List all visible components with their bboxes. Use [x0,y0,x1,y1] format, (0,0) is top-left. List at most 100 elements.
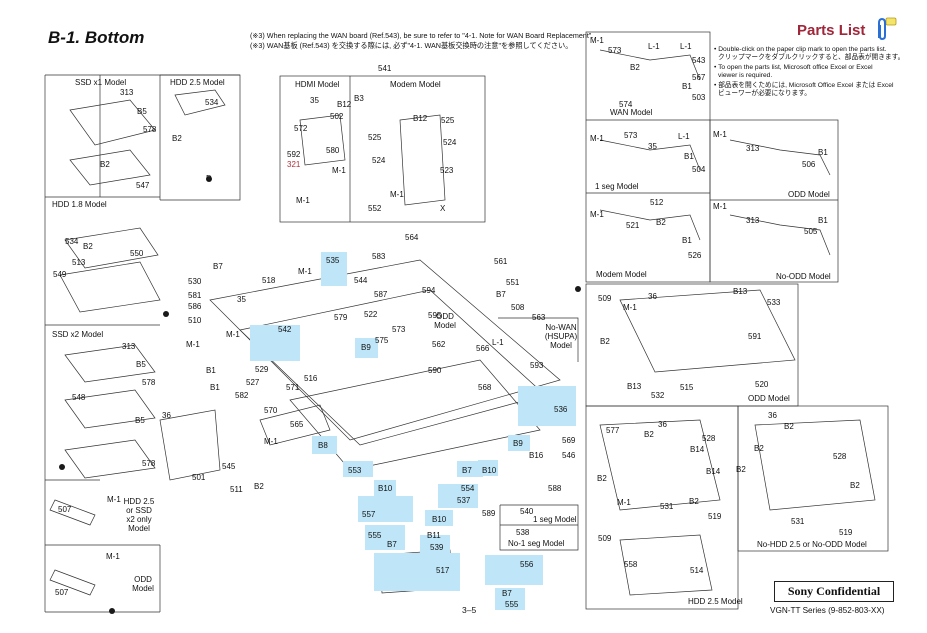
part-label: 506 [802,160,816,169]
part-label: B2 [689,497,699,506]
part-label: 531 [660,502,674,511]
highlight-part-b9 [355,338,378,358]
part-label: B2 [597,474,607,483]
part-label: B2 [100,160,110,169]
part-label: 550 [130,249,144,258]
part-label: 593 [530,361,544,370]
part-label: M-1 [713,130,727,139]
part-label: 539 [430,543,444,552]
part-label: 526 [688,251,702,260]
section-odd-center: ODD Model [434,312,456,330]
part-label: B12 [413,114,428,123]
part-label: 565 [290,420,304,429]
part-label: B1 [818,148,828,157]
part-label: 555 [505,600,519,609]
part-label: 563 [532,313,546,322]
part-label: B2 [754,444,764,453]
parts-bullet-1-jp: クリップマークをダブルクリックすると、部品表が開きます。 [718,54,905,61]
part-label: 514 [690,566,704,575]
parts-bullet-3: • 部品表を開くためには, Microsoft Office Excel または… [714,82,894,89]
part-label: M-1 [590,134,604,143]
highlight-part-b8 [312,436,337,454]
section-odd-left: ODD Model [132,575,154,593]
part-label: B8 [318,441,328,450]
part-label: 35 [648,142,657,151]
part-label: 547 [136,181,150,190]
part-label: B14 [690,445,705,454]
part-label: 555 [368,531,382,540]
part-label: B1 [684,152,694,161]
part-label: 512 [650,198,664,207]
part-label: 521 [626,221,640,230]
section-no-hdd: No-HDD 2.5 or No-ODD Model [757,540,867,549]
section-modem-mid: Modem Model [390,80,441,89]
part-label: 564 [405,233,419,242]
part-label: M-1 [107,495,121,504]
part-label: B10 [432,515,447,524]
part-label: 515 [680,383,694,392]
part-label: 541 [378,64,392,73]
part-label: 538 [516,528,530,537]
part-label: B5 [135,416,145,425]
part-label: 574 [619,100,633,109]
part-label: 577 [606,426,620,435]
paper-clip-icon[interactable] [873,16,897,47]
part-label: 509 [598,534,612,543]
part-label: 573 [392,325,406,334]
part-label: 552 [368,204,382,213]
part-label: M-1 [390,190,404,199]
part-label: 524 [443,138,457,147]
part-label: B2 [172,134,182,143]
parts-list-link[interactable]: Parts List [797,22,866,39]
part-label: 35 [237,295,246,304]
part-label: 313 [122,342,136,351]
part-label: M-1 [617,498,631,507]
part-label: M-1 [226,330,240,339]
part-label: B2 [83,242,93,251]
part-label: 536 [554,405,568,414]
part-label: 551 [506,278,520,287]
part-label: 545 [222,462,236,471]
part-label: B7 [502,589,512,598]
part-label: 516 [304,374,318,383]
part-label: B11 [427,531,441,540]
section-no-wan: No-WAN (HSUPA) Model [544,323,578,350]
note-jp: (※3) WAN基板 (Ref.543) を交換する際には, 必ず"4-1. W… [250,41,573,50]
page-title: B-1. Bottom [48,28,145,47]
part-label: 507 [55,588,69,597]
part-label: 313 [746,216,760,225]
part-label: 566 [476,344,490,353]
part-label: 544 [354,276,368,285]
section-ssd-x2: SSD x2 Model [52,330,104,339]
part-label: 557 [362,510,376,519]
part-label: 588 [548,484,562,493]
part-label: 573 [624,131,638,140]
part-label: 578 [142,378,156,387]
part-label: B9 [361,343,371,352]
part-label: 578 [143,125,157,134]
part-label: 594 [422,286,436,295]
part-label: 508 [511,303,525,312]
part-label: B1 [206,366,216,375]
highlight-part-555 [365,525,405,550]
part-label: 520 [755,380,769,389]
parts-bullet-1: • Double-click on the paper clip mark to… [714,46,887,53]
part-label: 511 [230,485,243,494]
part-label: 562 [432,340,446,349]
part-label: 579 [334,313,348,322]
part-label: 507 [58,505,72,514]
part-label: 558 [624,560,638,569]
part-label: 519 [708,512,722,521]
highlight-part-517 [374,553,460,591]
part-label: 501 [192,473,206,482]
highlight-part-535 [321,252,347,286]
part-label: 592 [287,150,301,159]
part-label: 571 [286,383,300,392]
highlight-part-b11 [420,535,450,553]
section-no-odd-right: No-ODD Model [776,272,831,281]
part-label: 509 [598,294,612,303]
section-modem-right: Modem Model [596,270,647,279]
part-label: B10 [482,466,497,475]
highlight-part-553 [343,461,373,477]
part-label: B5 [136,360,146,369]
